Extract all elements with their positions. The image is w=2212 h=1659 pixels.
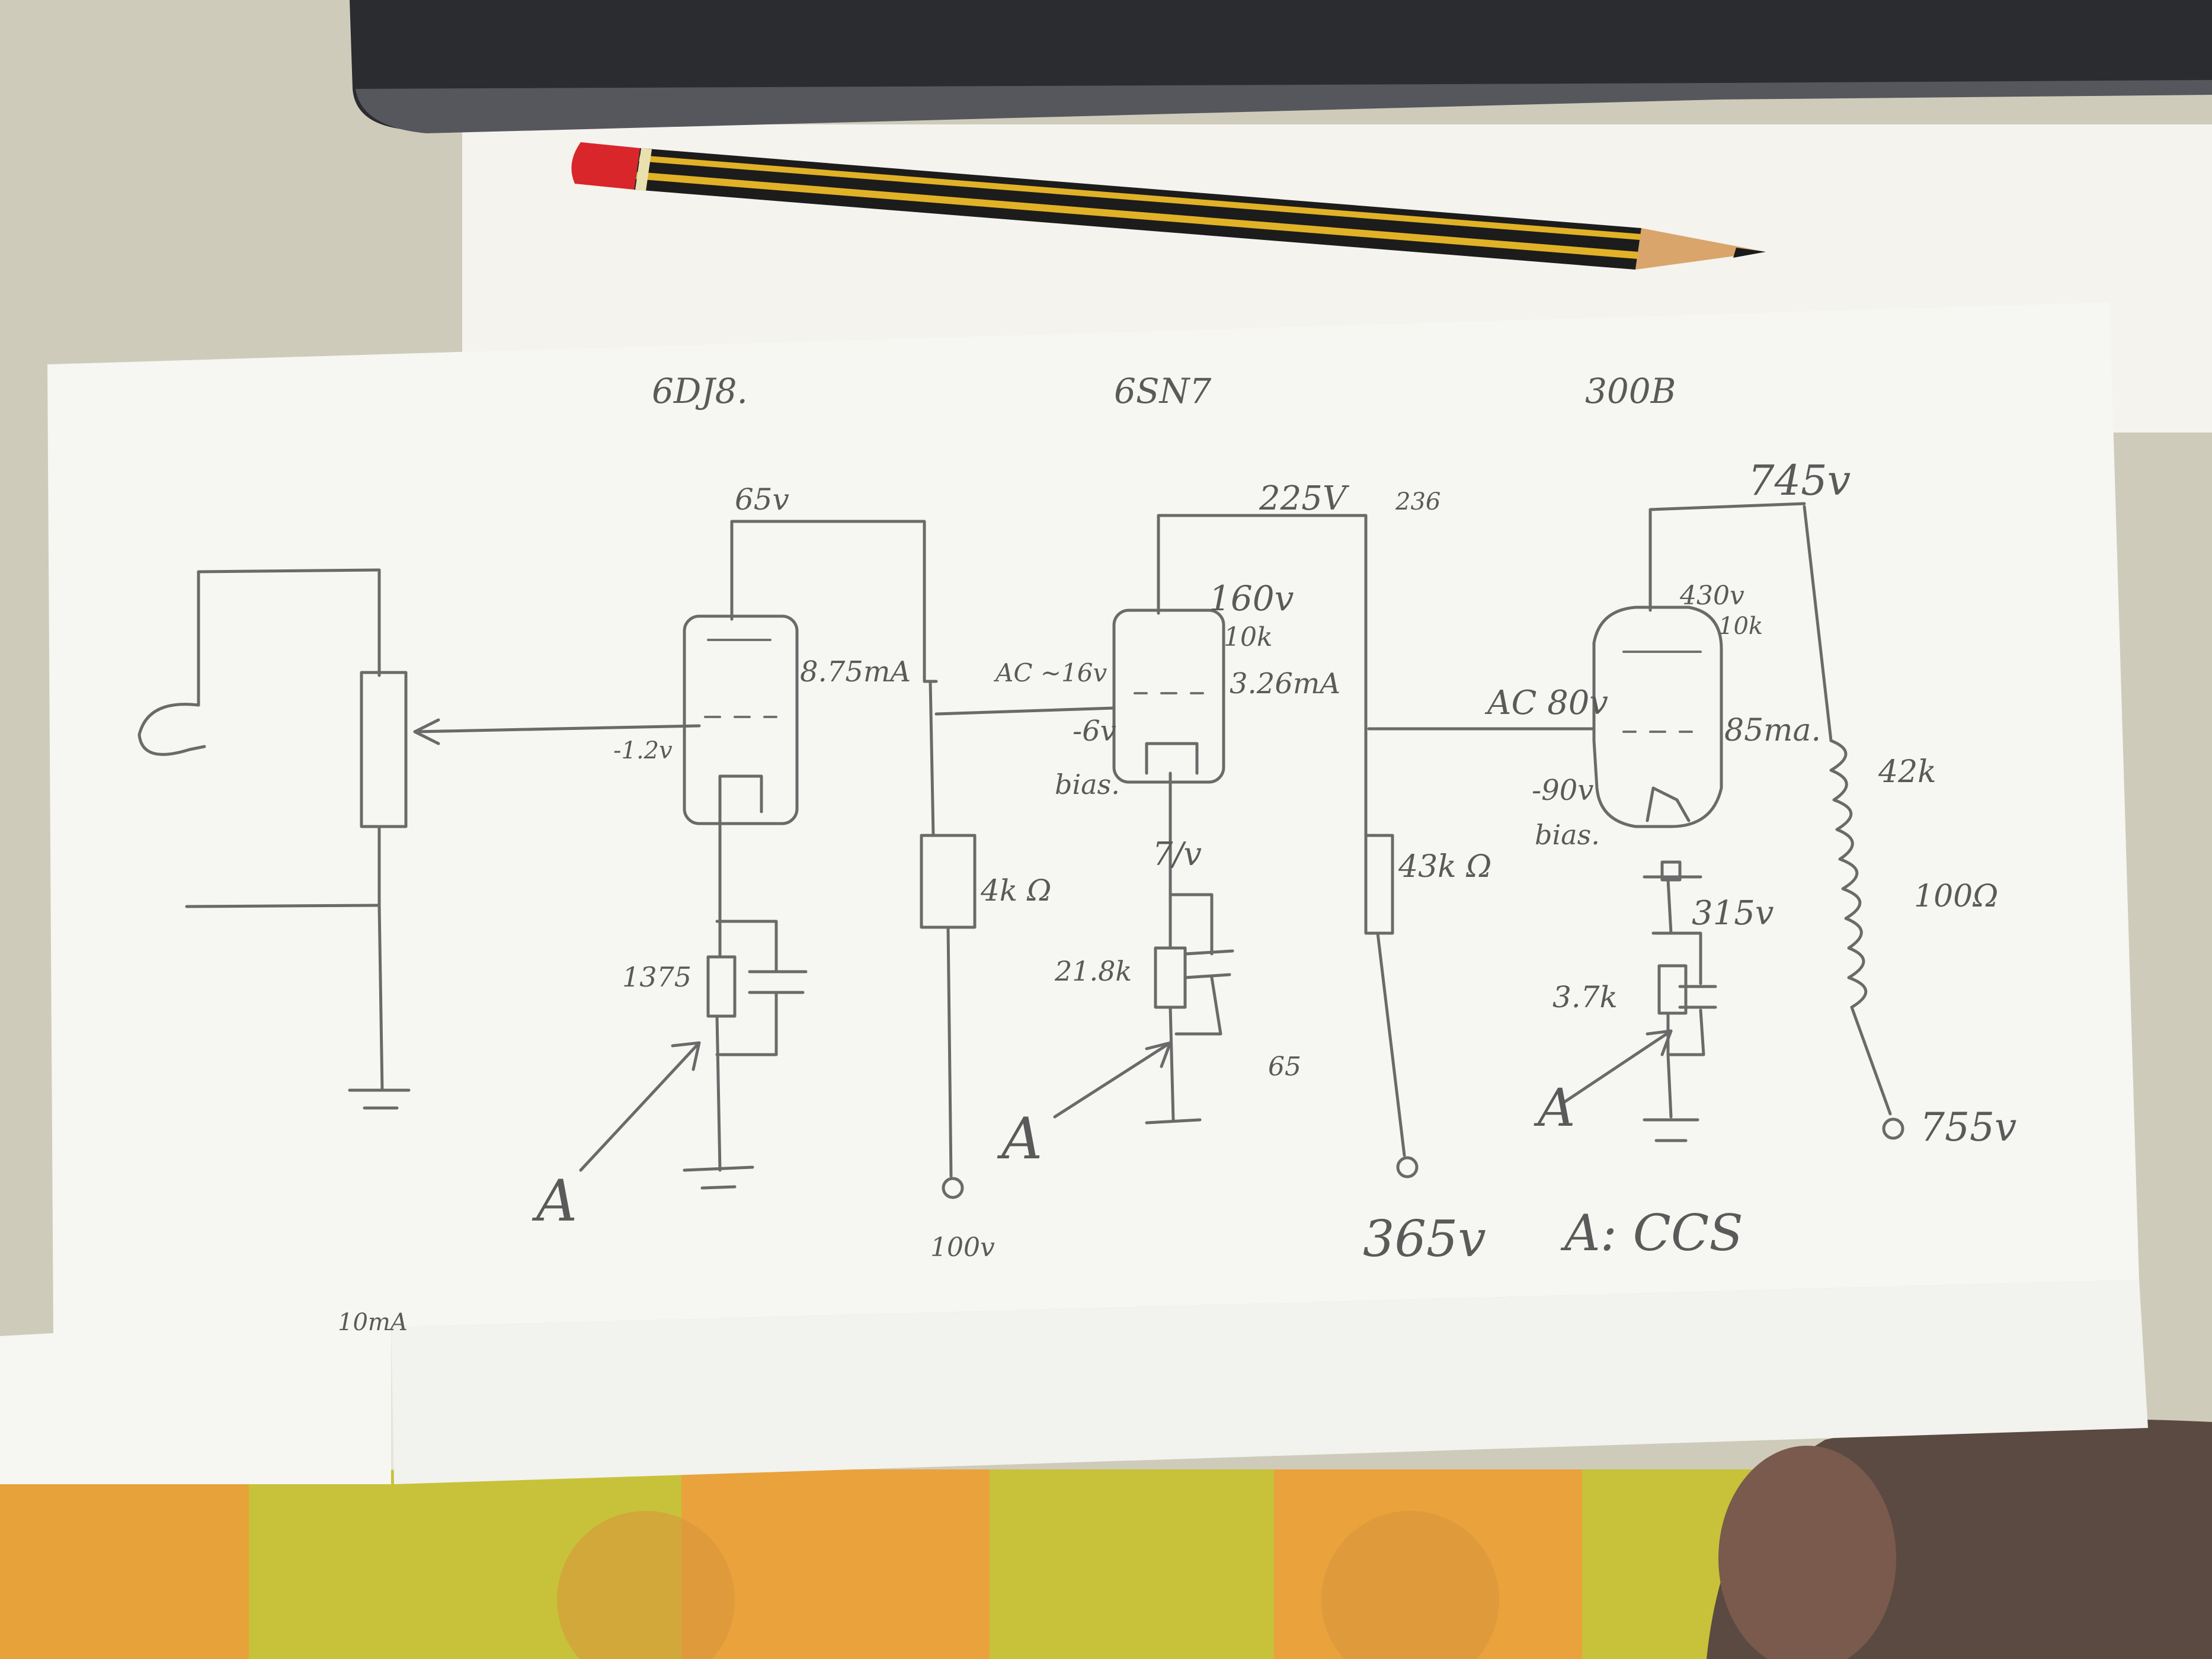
label-bias3: bias. bbox=[1535, 819, 1600, 851]
pencil bbox=[571, 142, 1766, 270]
label-cur2: 3.26mA bbox=[1230, 667, 1340, 700]
label-tube1: 6DJ8. bbox=[652, 371, 748, 411]
label-ac80: AC 80v bbox=[1484, 684, 1608, 722]
label-note-bottom: 10mA bbox=[338, 1309, 408, 1336]
label-ac16: AC ~16v bbox=[993, 658, 1107, 687]
label-arrow-a2: A bbox=[997, 1106, 1042, 1172]
label-r10k-2: 10k bbox=[1718, 613, 1763, 640]
label-v65: 65v bbox=[735, 482, 789, 517]
label-v365: 365v bbox=[1363, 1210, 1486, 1268]
label-bias2-v: -6v bbox=[1073, 715, 1116, 748]
label-note-accs: A: CCS bbox=[1560, 1204, 1743, 1262]
label-bias1: -1.2v bbox=[613, 737, 673, 764]
label-v225: 225V bbox=[1259, 479, 1350, 518]
label-cur1: 8.75mA bbox=[800, 655, 911, 688]
label-r43k: 43k Ω bbox=[1398, 849, 1491, 885]
label-r10k-1: 10k bbox=[1224, 622, 1273, 652]
label-r21k: 21.8k bbox=[1054, 955, 1132, 987]
label-tube3: 300B bbox=[1585, 371, 1676, 411]
label-arrow-a1: A bbox=[532, 1168, 577, 1234]
thumb bbox=[1718, 1446, 1896, 1659]
label-bias2: bias. bbox=[1055, 768, 1120, 800]
label-n65: 65 bbox=[1268, 1052, 1301, 1082]
label-v7: 7/v bbox=[1153, 835, 1202, 873]
label-tube2: 6SN7 bbox=[1114, 371, 1211, 411]
label-v755: 755v bbox=[1920, 1104, 2016, 1150]
label-r42k: 42k bbox=[1878, 754, 1936, 790]
schematic bbox=[137, 502, 1904, 1199]
label-r1375: 1375 bbox=[622, 961, 692, 993]
label-r100: 100Ω bbox=[1914, 879, 1998, 914]
label-v430: 430v bbox=[1679, 581, 1744, 611]
label-r37k: 3.7k bbox=[1552, 980, 1618, 1014]
label-v160: 160v bbox=[1209, 578, 1294, 619]
label-v745: 745v bbox=[1748, 456, 1851, 505]
label-r4k: 4k Ω bbox=[980, 873, 1051, 908]
label-v100: 100v bbox=[930, 1232, 995, 1263]
label-n236: 236 bbox=[1395, 488, 1440, 515]
label-arrow-a3: A bbox=[1534, 1077, 1576, 1138]
label-cur3: 85ma. bbox=[1724, 713, 1821, 748]
label-v315: 315v bbox=[1692, 894, 1774, 933]
label-bias3-v: -90v bbox=[1532, 774, 1593, 807]
drawing-sheet bbox=[0, 302, 2139, 1484]
